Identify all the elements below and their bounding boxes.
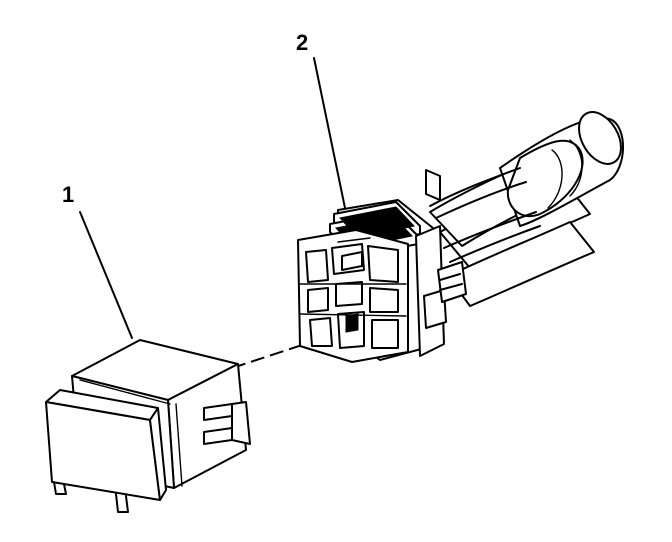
relay-connector — [297, 111, 625, 363]
callout-1-leader — [79, 211, 133, 339]
callout-2-leader — [313, 57, 346, 209]
terminal-cavities — [299, 237, 407, 349]
callout-2: 2 — [296, 30, 346, 209]
relay — [45, 339, 251, 513]
callout-1-label: 1 — [62, 182, 74, 207]
callout-1: 1 — [62, 182, 133, 339]
callout-2-label: 2 — [296, 30, 308, 55]
